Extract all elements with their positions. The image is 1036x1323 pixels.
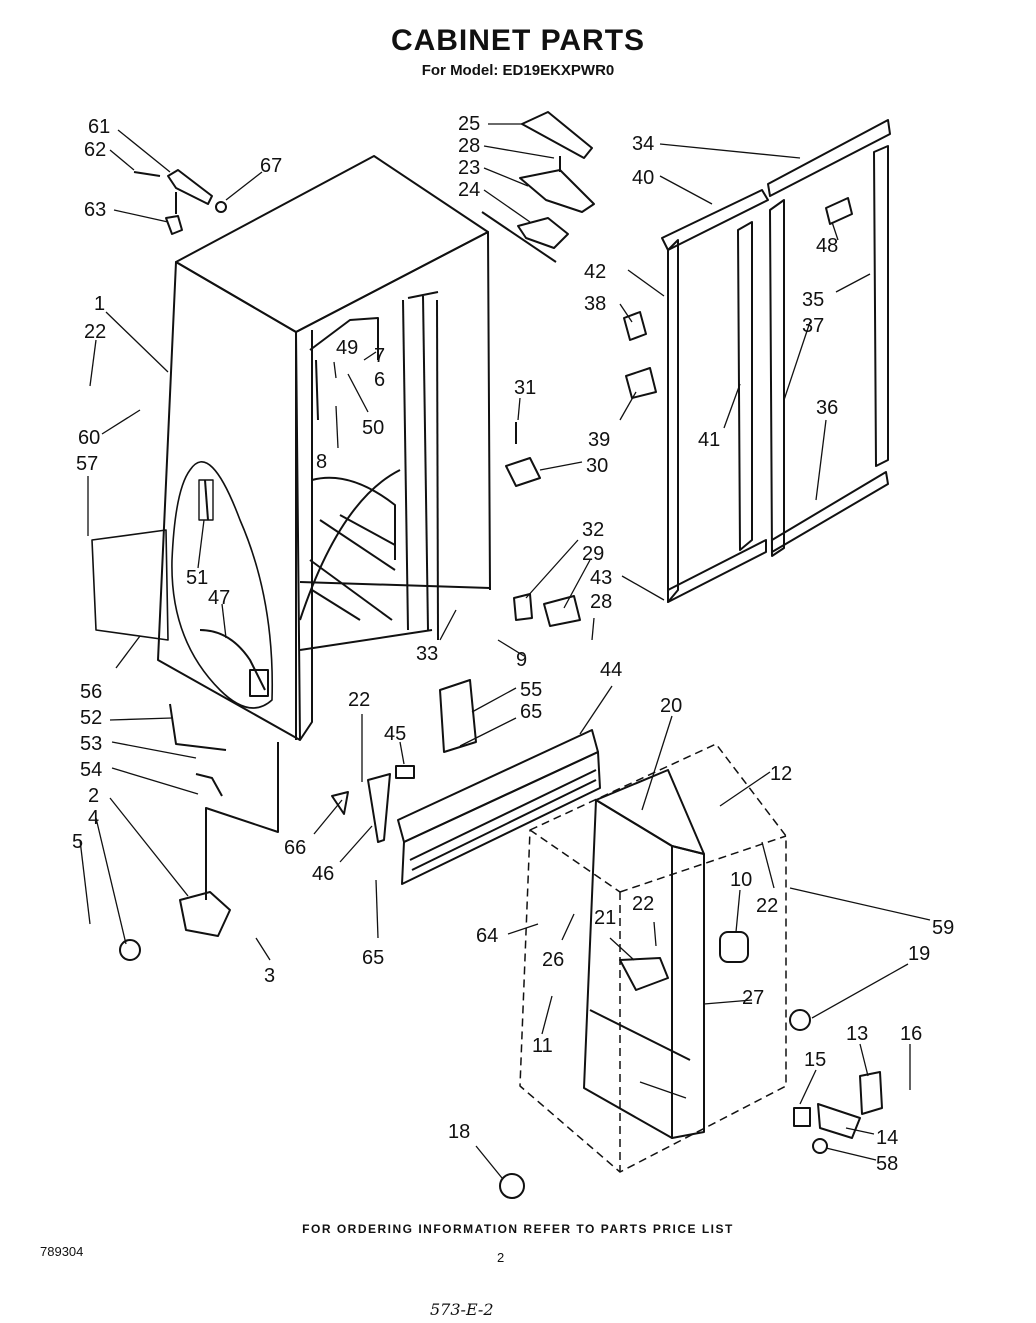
callout: 40: [632, 167, 654, 189]
handwritten-code: 573-E-2: [430, 1300, 494, 1319]
door-gasket-frames: [661, 119, 891, 603]
callout: 37: [802, 315, 824, 337]
callout: 50: [362, 417, 384, 439]
callout: 24: [458, 179, 480, 201]
callout: 6: [374, 369, 385, 391]
ordering-info-note: FOR ORDERING INFORMATION REFER TO PARTS …: [302, 1222, 734, 1236]
model-subtitle: For Model: ED19EKXPWR0: [421, 62, 615, 79]
callout-labels: 61 62 63 67 25 28 23 24 34 40 1 22 60 57…: [72, 113, 954, 1175]
callout: 53: [80, 733, 102, 755]
document-number: 789304: [40, 1244, 84, 1259]
callout: 57: [76, 453, 98, 475]
callout: 30: [586, 455, 608, 477]
callout: 51: [186, 567, 208, 589]
callout: 22: [84, 321, 106, 343]
callout: 63: [84, 199, 106, 221]
page-number: 2: [497, 1250, 505, 1265]
callout: 48: [816, 235, 838, 257]
small-clips: [439, 311, 657, 753]
callout: 29: [582, 543, 604, 565]
callout: 9: [516, 649, 527, 671]
callout: 38: [584, 293, 606, 315]
door-dashed-outline: [519, 743, 787, 1173]
callout: 22: [632, 893, 654, 915]
lower-left-parts: [91, 529, 415, 961]
callout: 13: [846, 1023, 868, 1045]
callout: 46: [312, 863, 334, 885]
callout: 60: [78, 427, 100, 449]
callout: 19: [908, 943, 930, 965]
callout: 15: [804, 1049, 826, 1071]
page-title: CABINET PARTS: [390, 24, 646, 57]
callout: 23: [458, 157, 480, 179]
lower-right-parts: [499, 1009, 883, 1199]
cabinet-body: [157, 155, 491, 741]
callout: 56: [80, 681, 102, 703]
callout: 18: [448, 1121, 470, 1143]
callout: 59: [932, 917, 954, 939]
callout: 47: [208, 587, 230, 609]
callout: 44: [600, 659, 622, 681]
top-hinge-pin-assembly: [133, 169, 227, 235]
callout: 3: [264, 965, 275, 987]
callout: 28: [458, 135, 480, 157]
callout: 54: [80, 759, 102, 781]
callout: 12: [770, 763, 792, 785]
callout: 43: [590, 567, 612, 589]
callout: 35: [802, 289, 824, 311]
callout: 34: [632, 133, 654, 155]
callout: 20: [660, 695, 682, 717]
callout: 41: [698, 429, 720, 451]
callout: 10: [730, 869, 752, 891]
top-hinge-cap: [481, 111, 595, 263]
callout: 64: [476, 925, 498, 947]
callout: 21: [594, 907, 616, 929]
callout: 5: [72, 831, 83, 853]
callout: 26: [542, 949, 564, 971]
callout: 67: [260, 155, 282, 177]
callout: 45: [384, 723, 406, 745]
callout: 8: [316, 451, 327, 473]
callout: 62: [84, 139, 106, 161]
callout: 4: [88, 807, 99, 829]
callout: 55: [520, 679, 542, 701]
callout: 27: [742, 987, 764, 1009]
callout: 31: [514, 377, 536, 399]
callout: 61: [88, 116, 110, 138]
freezer-door: [583, 769, 749, 1139]
callout: 49: [336, 337, 358, 359]
callout: 66: [284, 837, 306, 859]
callout: 28: [590, 591, 612, 613]
callout: 33: [416, 643, 438, 665]
callout: 36: [816, 397, 838, 419]
callout: 22: [756, 895, 778, 917]
callout: 58: [876, 1153, 898, 1175]
bottom-toe-grille: [397, 729, 601, 885]
callout: 22: [348, 689, 370, 711]
callout: 25: [458, 113, 480, 135]
callout: 2: [88, 785, 99, 807]
callout: 42: [584, 261, 606, 283]
callout: 14: [876, 1127, 898, 1149]
callout: 7: [374, 345, 385, 367]
callout: 1: [94, 293, 105, 315]
leader-lines: [79, 123, 931, 1179]
callout: 11: [532, 1035, 553, 1057]
callout: 65: [362, 947, 384, 969]
callout: 39: [588, 429, 610, 451]
callout: 32: [582, 519, 604, 541]
callout: 65: [520, 701, 542, 723]
callout: 16: [900, 1023, 922, 1045]
callout: 52: [80, 707, 102, 729]
